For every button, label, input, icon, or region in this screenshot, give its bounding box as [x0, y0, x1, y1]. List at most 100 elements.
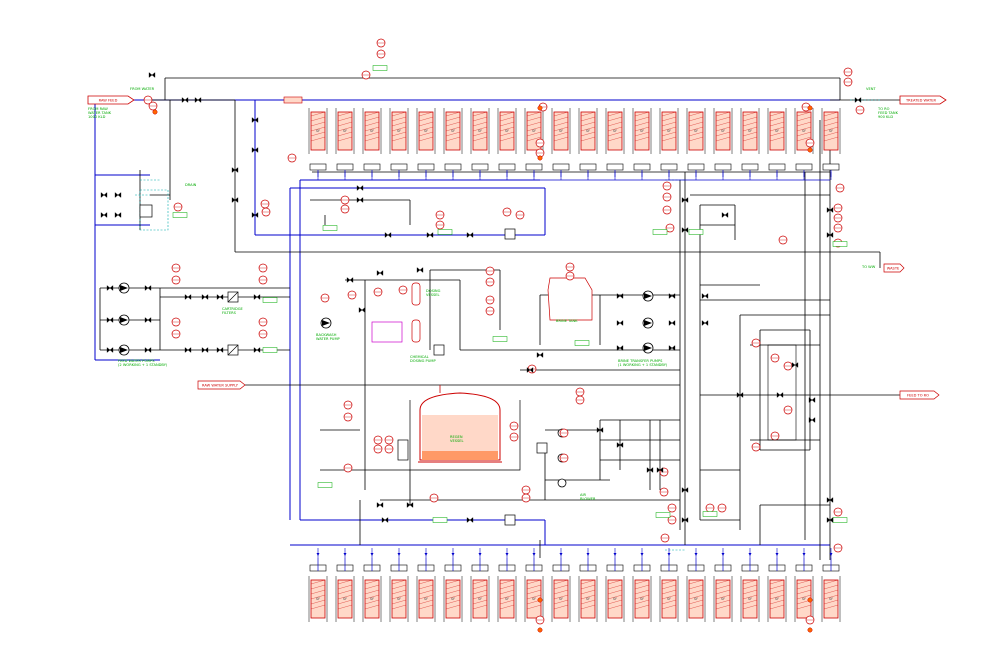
softener-vessel[interactable]: SF [659, 108, 679, 177]
valve[interactable] [376, 502, 384, 508]
instrument-bubble[interactable] [778, 235, 788, 245]
instrument-tag[interactable] [492, 336, 508, 342]
instrument-bubble[interactable] [521, 493, 531, 503]
vessel-valve-block[interactable] [309, 163, 327, 171]
valve[interactable] [356, 197, 364, 203]
valve[interactable] [668, 293, 676, 299]
softener-vessel[interactable]: SF [497, 108, 517, 177]
valve[interactable] [826, 232, 834, 238]
instrument-bubble[interactable] [805, 615, 815, 625]
softener-vessel[interactable]: SF [740, 558, 760, 622]
instrument-bubble[interactable] [660, 533, 670, 543]
softener-vessel[interactable]: SF [308, 108, 328, 177]
valve[interactable] [184, 347, 192, 353]
softener-vessel[interactable]: SF [524, 558, 544, 622]
softener-vessel[interactable]: SF [659, 558, 679, 622]
valve[interactable] [466, 232, 474, 238]
instrument-bubble[interactable] [384, 444, 394, 454]
instrument-bubble[interactable] [833, 543, 843, 553]
softener-vessel[interactable]: SF [362, 108, 382, 177]
instrument-tag[interactable] [372, 65, 388, 71]
softener-vessel[interactable]: SF [335, 558, 355, 622]
instrument-bubble[interactable] [833, 507, 843, 517]
vessel-valve-block[interactable] [741, 163, 759, 171]
valve[interactable] [144, 285, 152, 291]
softener-vessel[interactable]: SF [632, 558, 652, 622]
vessel-valve-block[interactable] [822, 163, 840, 171]
instrument-bubble[interactable] [258, 263, 268, 273]
valve[interactable] [416, 267, 424, 273]
instrument-bubble[interactable] [485, 266, 495, 276]
instrument-bubble[interactable] [143, 95, 153, 105]
instrument-tag[interactable] [832, 241, 848, 247]
instrument-bubble[interactable] [343, 400, 353, 410]
instrument-bubble[interactable] [343, 412, 353, 422]
instrument-bubble[interactable] [667, 515, 677, 525]
vessel-valve-block[interactable] [552, 163, 570, 171]
instrument-bubble[interactable] [340, 195, 350, 205]
softener-vessel[interactable]: SF [605, 558, 625, 622]
instrument-tag[interactable] [437, 229, 453, 235]
valve[interactable] [346, 277, 354, 283]
instrument-bubble[interactable] [485, 306, 495, 316]
instrument-bubble[interactable] [171, 263, 181, 273]
valve[interactable] [376, 270, 384, 276]
instrument-bubble[interactable] [717, 503, 727, 513]
vessel-valve-block[interactable] [498, 163, 516, 171]
valve[interactable] [536, 352, 544, 358]
valve[interactable] [114, 192, 122, 198]
instrument-bubble[interactable] [361, 70, 371, 80]
valve[interactable] [701, 320, 709, 326]
softener-vessel[interactable]: SF [308, 558, 328, 622]
softener-vessel[interactable]: SF [362, 558, 382, 622]
chemical-tank[interactable] [371, 321, 403, 343]
softener-vessel[interactable]: SF [713, 108, 733, 177]
instrument-bubble[interactable] [575, 387, 585, 397]
softener-vessel[interactable]: SF [686, 108, 706, 177]
instrument-bubble[interactable] [287, 153, 297, 163]
valve[interactable] [681, 197, 689, 203]
softener-vessel[interactable]: SF [821, 558, 841, 622]
valve[interactable] [148, 72, 156, 78]
softener-vessel[interactable]: SF [497, 558, 517, 622]
dosing-vessel-1[interactable] [411, 282, 421, 306]
instrument-tag[interactable] [317, 482, 333, 488]
valve[interactable] [596, 427, 604, 433]
instrument-bubble[interactable] [521, 485, 531, 495]
instrument-bubble[interactable] [833, 203, 843, 213]
instrument-bubble[interactable] [835, 183, 845, 193]
instrument-tag[interactable] [172, 212, 188, 218]
instrument-bubble[interactable] [843, 67, 853, 77]
instrument-bubble[interactable] [751, 442, 761, 452]
valve[interactable] [253, 294, 261, 300]
vessel-valve-block[interactable] [687, 163, 705, 171]
instrument-bubble[interactable] [435, 210, 445, 220]
instrument-bubble[interactable] [805, 138, 815, 148]
instrument-bubble[interactable] [347, 290, 357, 300]
valve[interactable] [114, 212, 122, 218]
valve[interactable] [194, 97, 202, 103]
instrument-bubble[interactable] [783, 405, 793, 415]
valve[interactable] [406, 502, 414, 508]
instrument-bubble[interactable] [435, 220, 445, 230]
valve[interactable] [100, 212, 108, 218]
valve[interactable] [668, 320, 676, 326]
valve[interactable] [106, 317, 114, 323]
instrument-bubble[interactable] [751, 338, 761, 348]
brine-tank[interactable] [547, 277, 593, 321]
valve[interactable] [721, 212, 729, 218]
instrument-bubble[interactable] [485, 277, 495, 287]
instrument-bubble[interactable] [855, 105, 865, 115]
valve[interactable] [251, 117, 259, 123]
instrument-bubble[interactable] [320, 293, 330, 303]
vessel-valve-block[interactable] [390, 163, 408, 171]
softener-vessel[interactable]: SF [740, 108, 760, 177]
instrument-bubble[interactable] [376, 49, 386, 59]
instrument-bubble[interactable] [833, 223, 843, 233]
instrument-bubble[interactable] [173, 202, 183, 212]
instrument-bubble[interactable] [398, 285, 408, 295]
valve[interactable] [184, 294, 192, 300]
feed-pump-3[interactable] [118, 344, 130, 356]
valve[interactable] [854, 97, 862, 103]
valve[interactable] [426, 232, 434, 238]
